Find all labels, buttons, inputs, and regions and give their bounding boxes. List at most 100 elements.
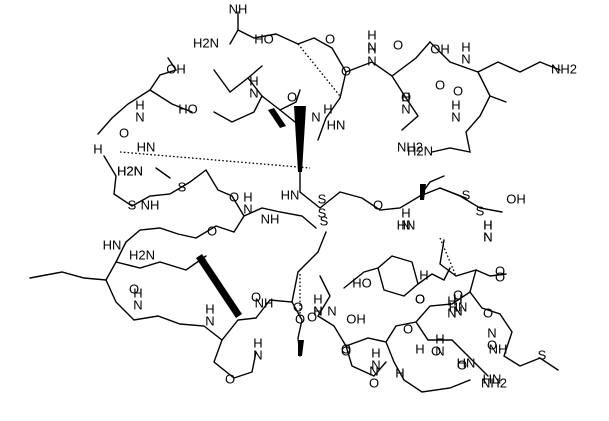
atom-label: H	[453, 291, 462, 306]
atom-label: NH	[261, 211, 280, 226]
atom-label: HN	[137, 139, 156, 154]
atom-label: O	[225, 371, 235, 386]
atom-label: H	[483, 217, 492, 232]
atom-label: H	[313, 291, 322, 306]
atom-label: N	[311, 109, 320, 124]
hashed-bonds	[119, 43, 457, 318]
atom-label: S	[462, 187, 471, 202]
atom-label: O	[401, 89, 411, 104]
atom-label: N	[401, 217, 410, 232]
atom-label: O	[251, 289, 261, 304]
atom-label: O	[431, 343, 441, 358]
atom-label: O	[483, 305, 493, 320]
atom-label: H	[483, 217, 492, 232]
atom-label: N	[483, 229, 492, 244]
atom-label: H	[451, 97, 460, 112]
atom-label: O	[453, 287, 463, 302]
atom-label: O	[287, 89, 297, 104]
atom-label: HN	[483, 371, 502, 386]
atom-label: N	[461, 51, 470, 66]
atom-label: N	[435, 343, 444, 358]
atom-label: H2N	[117, 163, 143, 178]
atom-label: O	[341, 341, 351, 356]
atom-label: HN	[457, 355, 476, 370]
atom-label: HN	[449, 299, 468, 314]
atom-label: O	[403, 321, 413, 336]
atom-label: N	[253, 347, 262, 362]
atom-label: N	[133, 297, 142, 312]
atom-label: O	[373, 197, 383, 212]
atom-label: N	[243, 201, 252, 216]
atom-label: N	[327, 303, 336, 318]
wedge-bonds	[196, 106, 426, 356]
atom-label: O	[229, 189, 239, 204]
atom-label: NH2	[551, 61, 577, 76]
atom-label: O	[457, 357, 467, 372]
atom-label: H	[435, 331, 444, 346]
atom-label: N	[483, 229, 492, 244]
atom-label: N	[367, 39, 376, 54]
atom-label: HN	[327, 117, 346, 132]
atom-label: H	[447, 293, 456, 308]
atom-label: NH	[229, 1, 248, 16]
atom-label: O	[495, 269, 505, 284]
atom-label: S	[318, 205, 327, 220]
atom-label: OH	[346, 311, 366, 326]
atom-label: OH	[166, 61, 186, 76]
atom-label: NH	[255, 295, 274, 310]
atom-label: H	[371, 345, 380, 360]
atom-label: O	[435, 77, 445, 92]
atom-label: H	[415, 341, 424, 356]
atom-label: H	[453, 291, 462, 306]
atom-label: O	[495, 263, 505, 278]
atom-label: O	[307, 309, 317, 324]
atom-label: S	[320, 213, 329, 228]
atom-label: S	[318, 191, 327, 206]
atom-label: N	[487, 325, 496, 340]
atom-label: OH	[506, 191, 526, 206]
atom-label: HO	[178, 101, 198, 116]
bond-lines	[29, 11, 561, 393]
atom-label: O	[207, 223, 217, 238]
atom-label: NH2	[397, 139, 423, 154]
atom-label: O	[341, 343, 351, 358]
atom-label: O	[369, 375, 379, 390]
atom-label: N	[249, 85, 258, 100]
atom-label: HN	[103, 237, 122, 252]
atom-label: H	[461, 39, 470, 54]
atom-label: O	[487, 337, 497, 352]
atom-label: NH	[489, 341, 508, 356]
atom-label: N	[367, 53, 376, 68]
atom-label: H2N	[117, 163, 143, 178]
atom-label: H	[395, 365, 404, 380]
atom-label: N	[135, 109, 144, 124]
atom-label: O	[325, 31, 335, 46]
atom-label: H	[367, 41, 376, 56]
atom-label: H	[367, 27, 376, 42]
atom-label: N	[205, 313, 214, 328]
atom-label: H	[401, 89, 410, 104]
atom-label: H	[133, 285, 142, 300]
atom-label: S	[178, 179, 187, 194]
atom-label: H	[205, 301, 214, 316]
atom-label: O	[393, 37, 403, 52]
atom-label: H	[135, 97, 144, 112]
atom-label: NH2	[481, 375, 507, 390]
atom-label: N	[369, 363, 378, 378]
atom-label: H	[243, 189, 252, 204]
atom-label: O	[293, 299, 303, 314]
atom-label: N	[371, 357, 380, 372]
atom-label: H	[401, 205, 410, 220]
atom-label: N	[451, 109, 460, 124]
atom-label: S	[128, 197, 137, 212]
atom-label: H	[253, 335, 262, 350]
atom-label: O	[415, 291, 425, 306]
atom-label: N	[453, 303, 462, 318]
atom-label: HO	[352, 275, 372, 290]
atom-label: OH	[430, 41, 450, 56]
atom-label: S	[538, 347, 547, 362]
atom-label: O	[119, 125, 129, 140]
atom-label: HN	[397, 217, 416, 232]
